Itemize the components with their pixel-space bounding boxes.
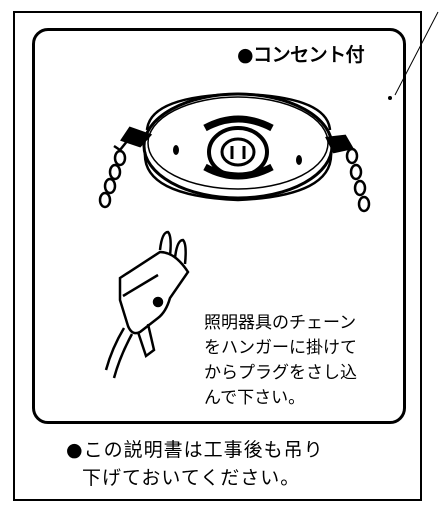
instruction-line: からプラグをさし込 <box>204 363 357 383</box>
keep-manual-notice: ●この説明書は工事後も吊り 下げておいてください。 <box>66 436 324 492</box>
right-chain <box>325 134 371 213</box>
leader-dot <box>388 96 392 100</box>
outlet-feature-label: ●コンセント付 <box>237 44 365 66</box>
instruction-line: をハンガーに掛けて <box>204 338 357 358</box>
outer-frame <box>13 11 422 501</box>
screw-hole-left <box>173 145 179 155</box>
screw-hole-right <box>296 155 302 165</box>
notice-line: 下げておいてください。 <box>82 467 301 489</box>
ceiling-rosette <box>142 92 334 202</box>
plug <box>104 230 190 379</box>
hanging-instruction: 照明器具のチェーン をハンガーに掛けて からプラグをさし込 んで下さい。 <box>204 311 406 411</box>
instruction-line: 照明器具のチェーン <box>204 313 357 333</box>
leader-line <box>394 11 439 96</box>
instruction-line: んで下さい。 <box>204 388 306 408</box>
left-chain <box>98 126 153 209</box>
illustration-panel <box>32 28 406 424</box>
notice-line: ●この説明書は工事後も吊り <box>66 439 324 461</box>
